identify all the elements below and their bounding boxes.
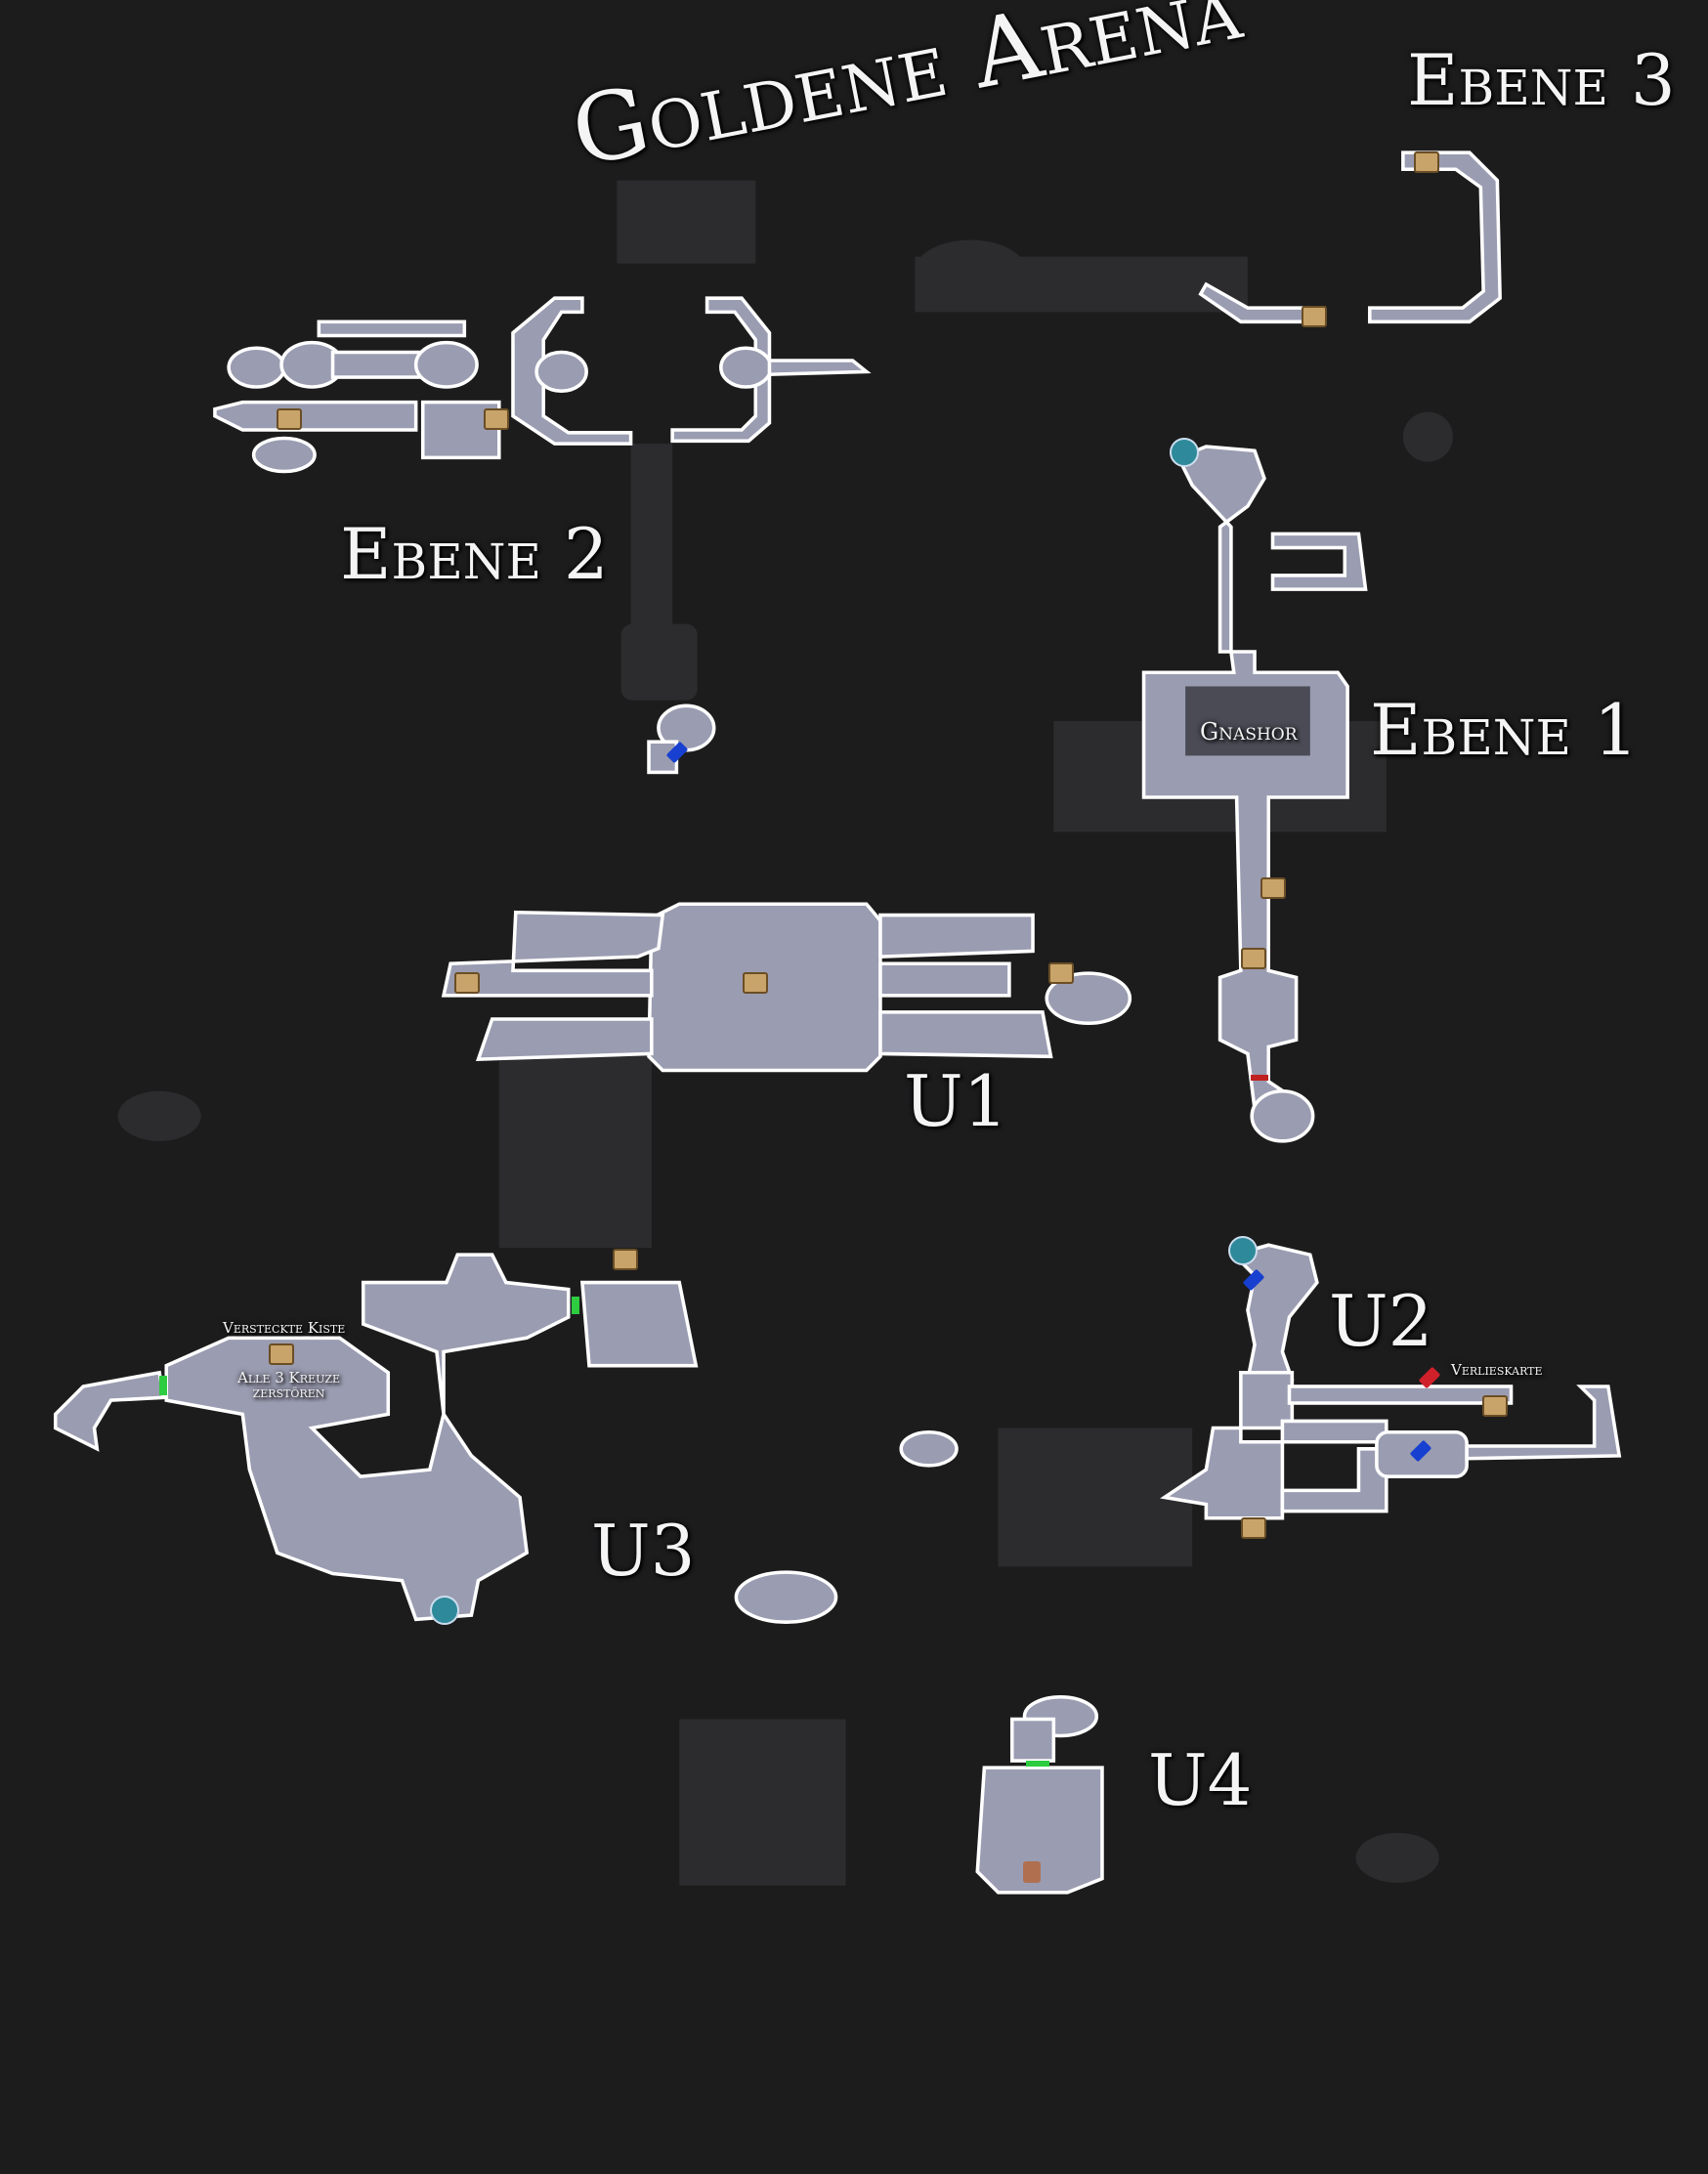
waypoint-icon[interactable] [1170,438,1199,467]
label-ebene1: Ebene 1 [1370,689,1639,771]
label-u4: U4 [1148,1739,1253,1821]
level-u3-rooms [53,1253,699,1622]
hidden-chest-icon[interactable] [269,1343,294,1365]
door-open [159,1376,167,1395]
door-locked [1251,1075,1268,1081]
chest-icon[interactable] [484,408,509,430]
chest-icon[interactable] [1241,1517,1266,1539]
crosses-label-line1: Alle 3 Kreuze [237,1369,341,1386]
waypoint-icon[interactable] [1228,1236,1258,1265]
chest-icon[interactable] [1414,151,1439,173]
dungeon-map-chest-icon[interactable] [1482,1395,1508,1417]
chest-icon[interactable] [454,972,480,994]
chest-icon[interactable] [1048,962,1074,984]
label-ebene3: Ebene 3 [1407,39,1676,121]
dungeon-map-label: Verlieskarte [1451,1361,1543,1379]
chest-icon[interactable] [743,972,768,994]
chest-icon[interactable] [1260,877,1286,899]
waypoint-icon[interactable] [430,1596,459,1625]
chest-icon[interactable] [1302,306,1327,327]
chest-icon[interactable] [1241,948,1266,969]
label-u2: U2 [1329,1280,1433,1362]
door-open [572,1297,579,1314]
exit-gate-icon[interactable] [1023,1861,1041,1883]
chest-icon[interactable] [613,1249,638,1270]
hidden-chest-label: Versteckte Kiste [223,1319,346,1337]
label-ebene2: Ebene 2 [340,513,609,595]
level-u1-rooms [441,902,1132,1073]
level-ebene2-rooms [213,296,872,775]
level-ebene1-rooms [1141,445,1368,1143]
label-u3: U3 [591,1510,696,1592]
chest-icon[interactable] [277,408,302,430]
level-u4-rooms [734,1570,1104,1895]
label-u1: U1 [904,1060,1008,1142]
door-open [1026,1761,1049,1767]
boss-label: Gnashor [1200,718,1298,746]
crosses-label-line2: zerstören [252,1384,325,1401]
